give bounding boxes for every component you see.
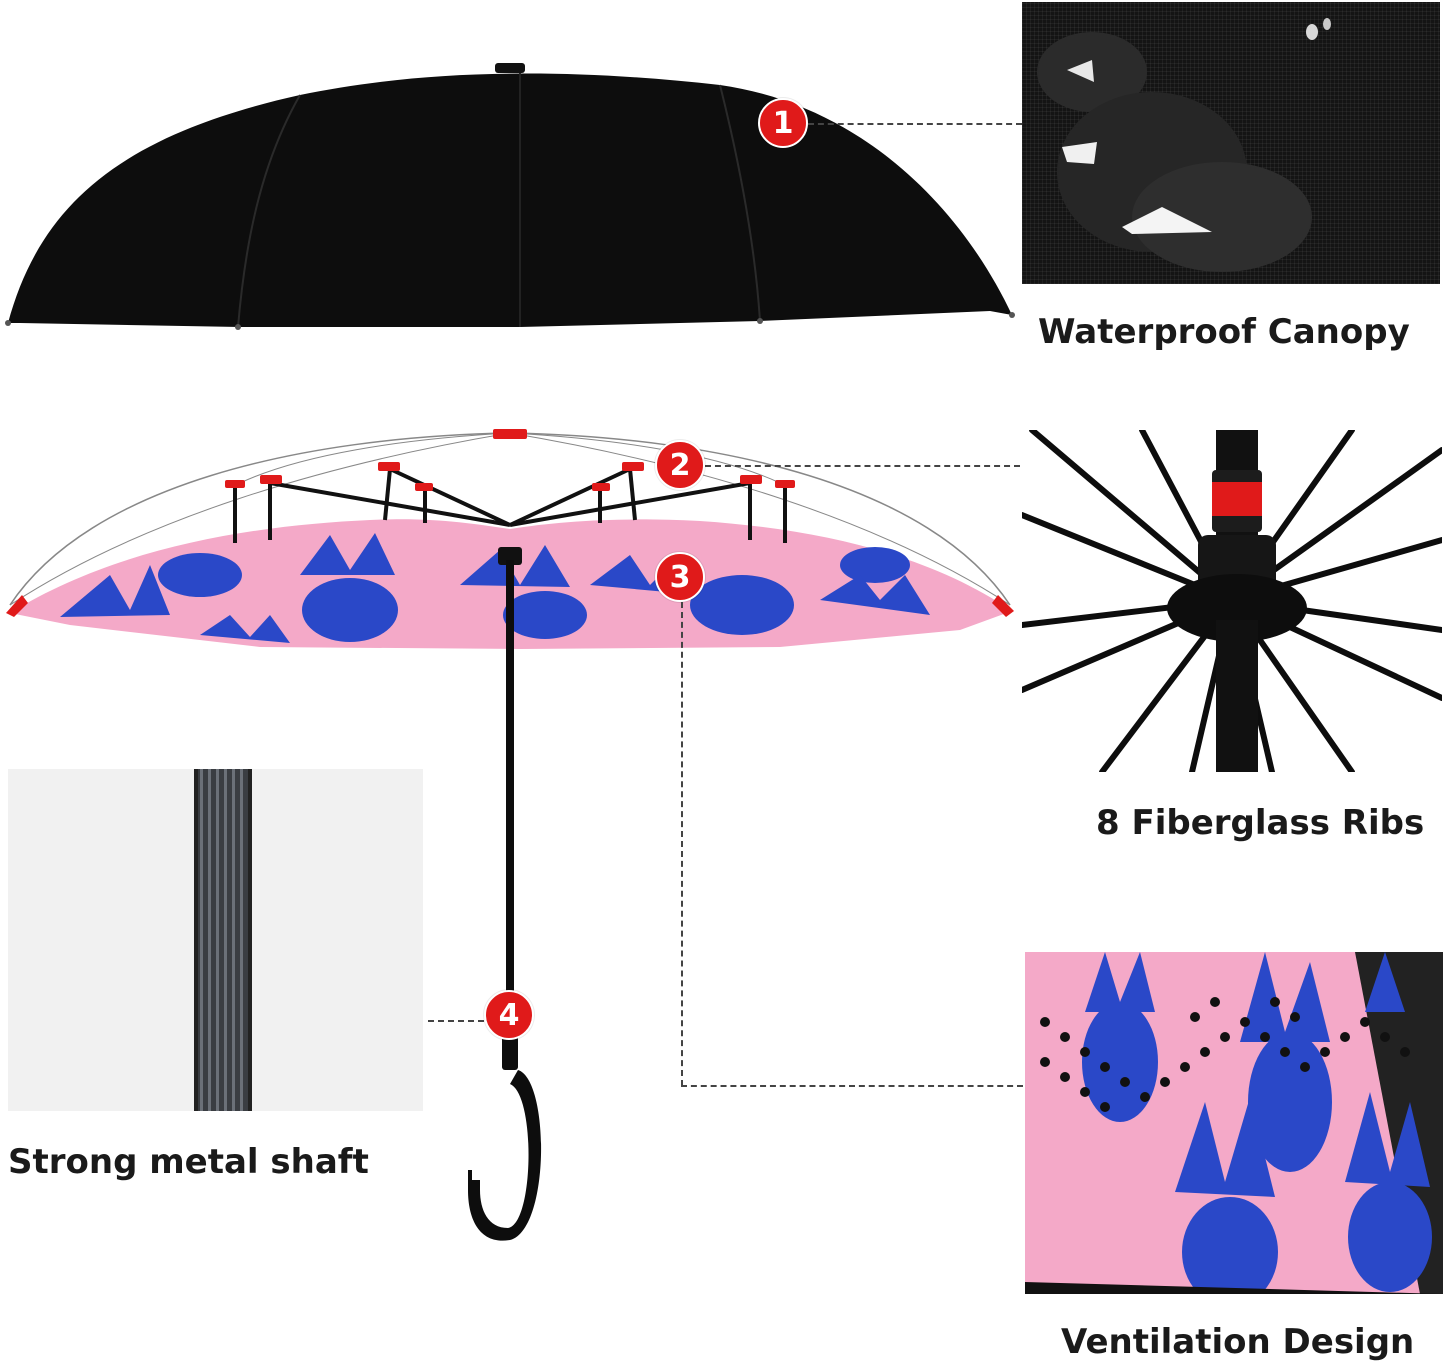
waterproof-fabric-photo bbox=[1022, 2, 1440, 284]
leader-line-1 bbox=[808, 123, 1022, 125]
metal-shaft-photo bbox=[8, 769, 423, 1111]
umbrella-shaft-and-c-handle bbox=[468, 560, 542, 1241]
fiberglass-ribs-photo bbox=[1022, 430, 1442, 772]
badge-1: 1 bbox=[758, 98, 808, 148]
badge-3: 3 bbox=[655, 552, 705, 602]
ventilation-design-photo bbox=[1025, 952, 1443, 1294]
feature-label-ventilation-design: Ventilation Design bbox=[1061, 1322, 1415, 1362]
umbrella-outer-canopy bbox=[5, 63, 1015, 330]
leader-line-2 bbox=[705, 465, 1020, 467]
badge-2: 2 bbox=[655, 440, 705, 490]
leader-line-4 bbox=[428, 1020, 484, 1022]
leader-line-3-vertical bbox=[681, 602, 683, 1086]
leader-line-3-horizontal bbox=[681, 1085, 1023, 1087]
feature-label-waterproof-canopy: Waterproof Canopy bbox=[1038, 312, 1410, 352]
feature-label-fiberglass-ribs: 8 Fiberglass Ribs bbox=[1096, 803, 1425, 843]
badge-4: 4 bbox=[484, 990, 534, 1040]
feature-label-metal-shaft: Strong metal shaft bbox=[8, 1142, 369, 1182]
